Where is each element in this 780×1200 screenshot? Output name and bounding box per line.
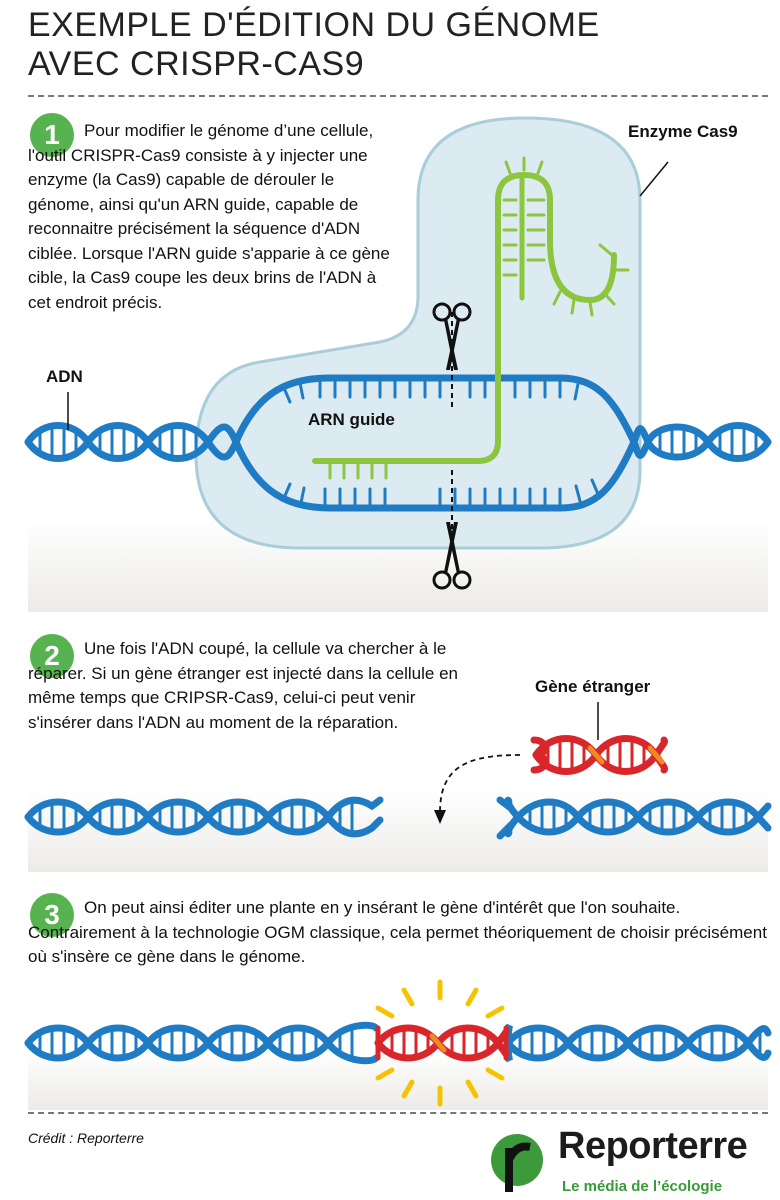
insertion-arrow-head [434,810,446,824]
step-2-number: 2 [44,640,60,671]
reporterre-logo-icon [491,1134,543,1192]
dna-helix-left [24,422,240,462]
cas9-enzyme-shape [194,116,642,550]
label-adn: ADN [46,367,83,386]
step-2-text: Une fois l'ADN coupé, la cellule va cher… [28,639,458,732]
dna-cut-right [496,796,772,840]
step-1-number: 1 [44,119,60,150]
highlight-burst [375,979,505,1107]
step-3-text: On peut ainsi éditer une plante en y ins… [28,898,767,966]
title-line-2: AVEC CRISPR-CAS9 [28,45,365,84]
dna-edited-blue [24,1021,772,1065]
step-3-badge: 3 [30,893,74,937]
enzyme-leader-line [639,161,669,197]
insertion-arrow [439,754,521,813]
label-gene-etranger: Gène étranger [535,677,651,696]
logo-wordmark: Reporterre [558,1125,748,1167]
label-enzyme-cas9: Enzyme Cas9 [628,122,738,141]
label-arn-guide: ARN guide [308,410,395,429]
bottom-divider [28,1112,768,1114]
dna-open-bubble [232,374,638,512]
step-2-badge: 2 [30,634,74,678]
step-1-badge: 1 [30,113,74,157]
title-line-1: EXEMPLE D'ÉDITION DU GÉNOME [28,6,600,44]
credit-text: Crédit : Reporterre [28,1130,144,1146]
arn-guide-rna [312,156,630,480]
foreign-gene-dna [530,735,668,775]
scissors-icon [432,522,472,590]
top-divider [28,95,768,97]
dna-helix-right [630,422,772,462]
logo-tagline: Le média de l’écologie [562,1178,723,1195]
page-title: EXEMPLE D'ÉDITION DU GÉNOME AVEC CRISPR-… [28,6,600,85]
dna-cut-left [24,796,384,838]
step-1-text: Pour modifier le génome d’une cellule, l… [28,121,390,312]
panel-2-floor [28,790,768,872]
step-3-number: 3 [44,899,60,930]
inserted-gene-dna [374,1024,510,1062]
scissors-icon [432,302,472,370]
